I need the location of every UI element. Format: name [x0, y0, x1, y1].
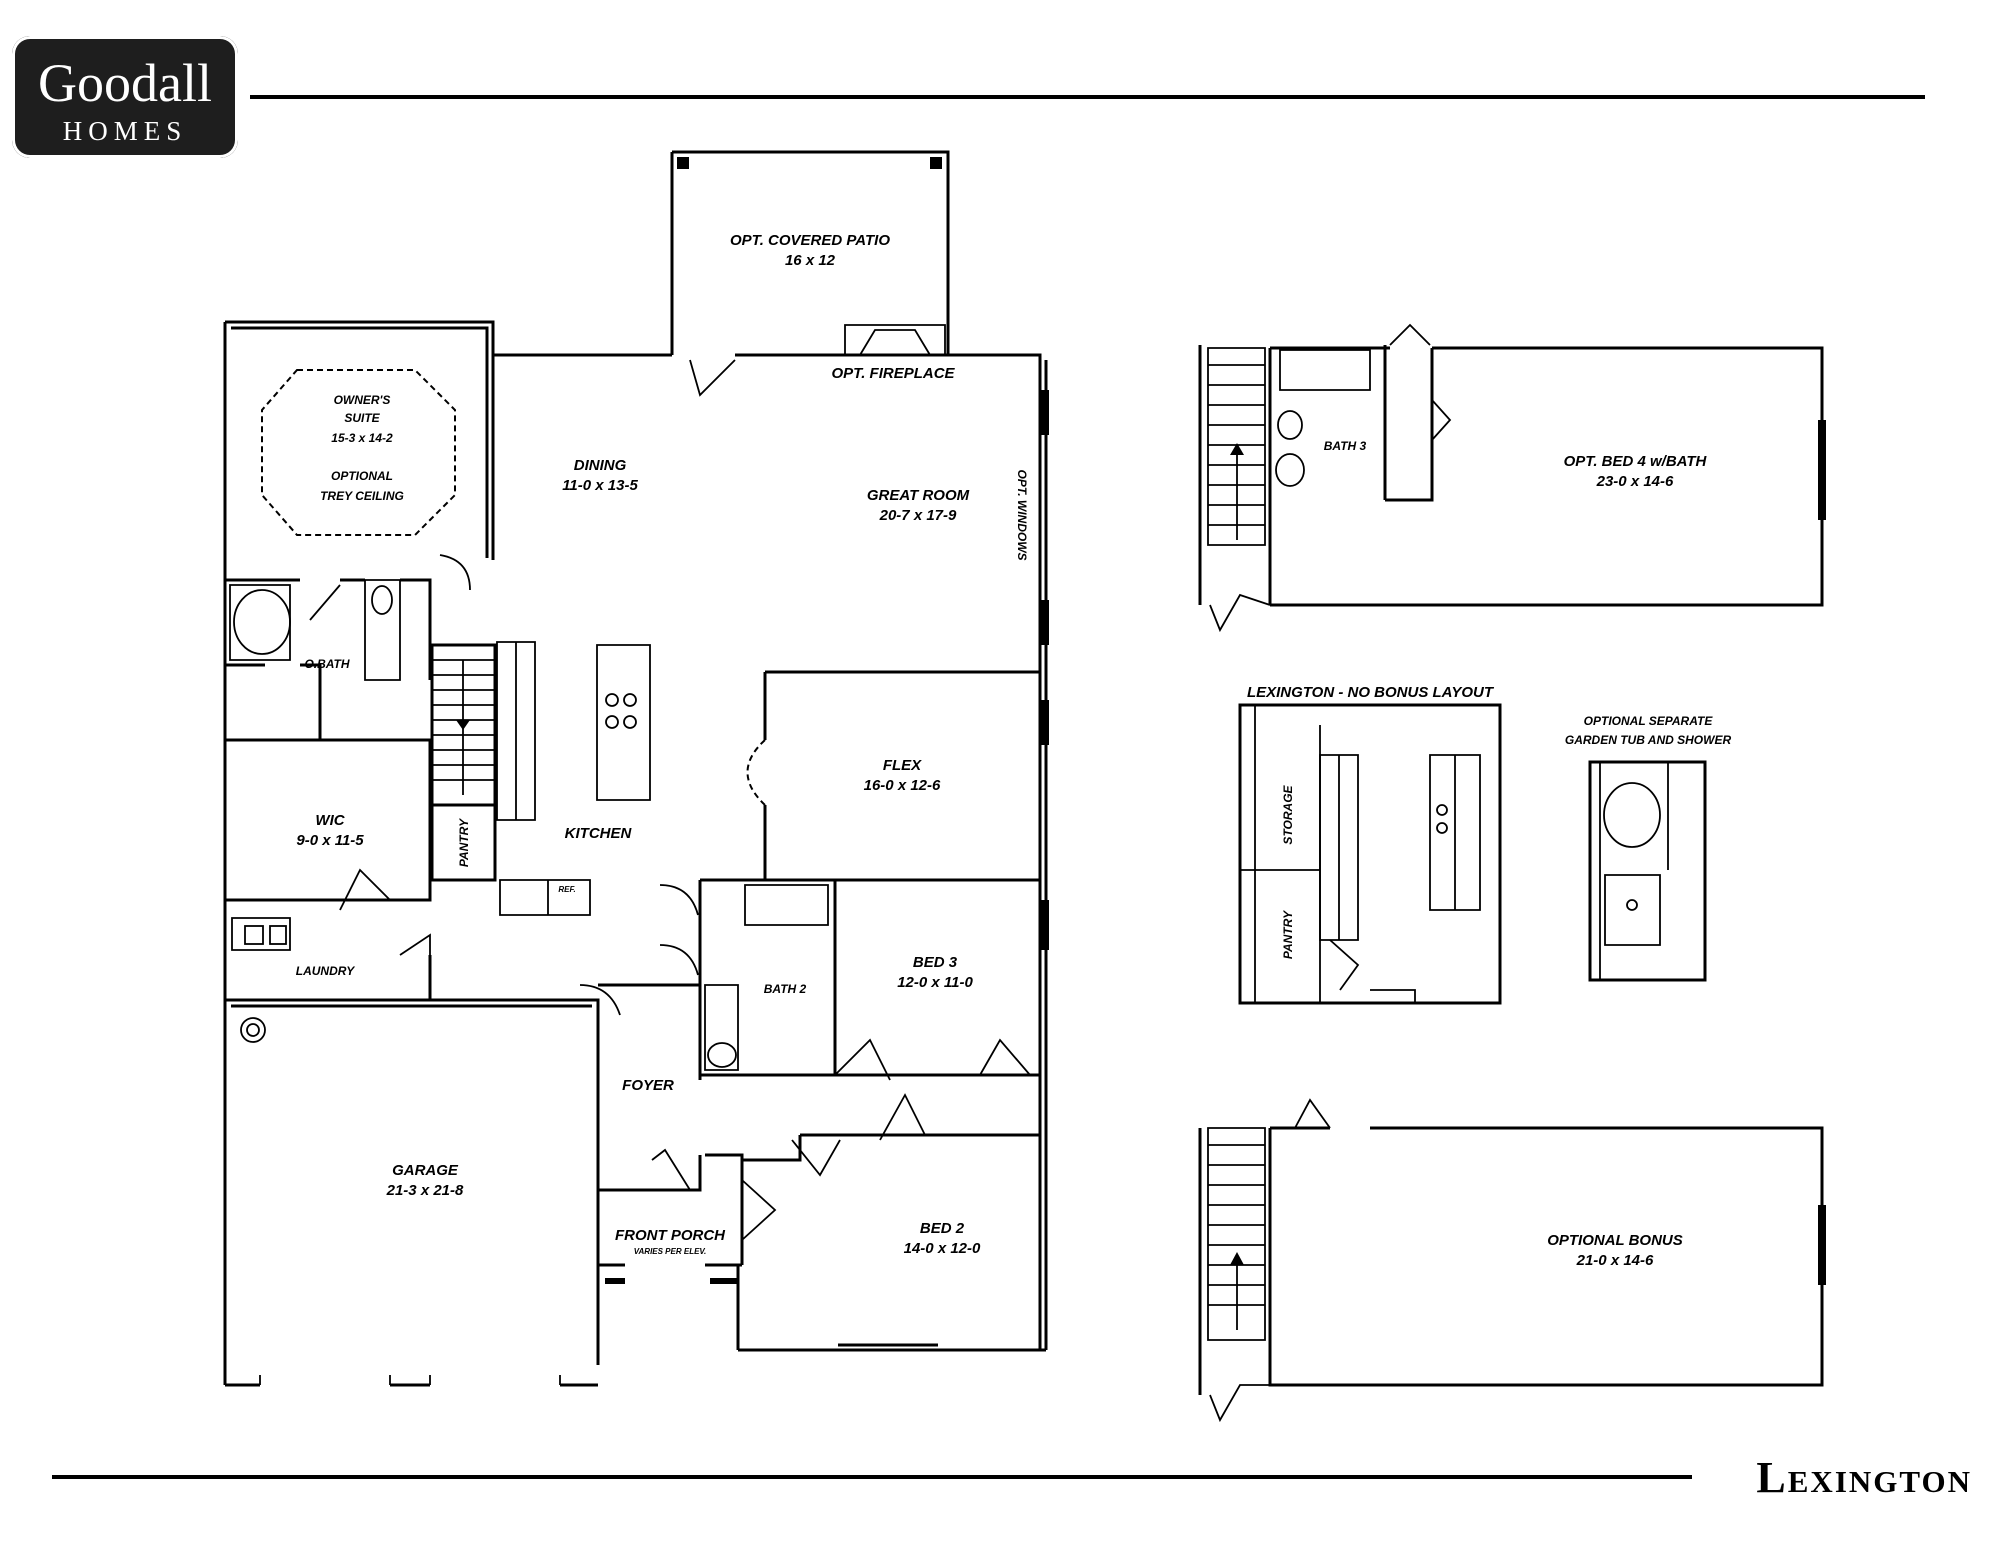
no-bonus-pantry: PANTRY: [1281, 910, 1295, 959]
wic-name: WIC: [315, 812, 345, 829]
bed3-dims: 12-0 x 11-0: [897, 974, 973, 991]
logo-brand-sub: HOMES: [62, 116, 188, 146]
owners-suite-name-2: SUITE: [344, 411, 380, 425]
covered-patio-dims: 16 x 12: [785, 252, 836, 269]
laundry-name: LAUNDRY: [296, 964, 355, 978]
opt-bed4-dims: 23-0 x 14-6: [1596, 473, 1674, 490]
garden-tub-title-2: GARDEN TUB AND SHOWER: [1565, 733, 1732, 747]
great-room-dims: 20-7 x 17-9: [879, 507, 957, 524]
owners-suite-name-1: OWNER'S: [334, 393, 391, 407]
dining-dims: 11-0 x 13-5: [562, 477, 638, 494]
kitchen-name: KITCHEN: [565, 825, 633, 842]
opt-bed4-layout: [1198, 323, 1826, 633]
obath-name: O.BATH: [304, 657, 349, 671]
opt-bonus-dims: 21-0 x 14-6: [1576, 1252, 1654, 1269]
footer-rule: [52, 1475, 1692, 1479]
garage-dims: 21-3 x 21-8: [386, 1182, 464, 1199]
bed2-dims: 14-0 x 12-0: [904, 1240, 981, 1257]
bed3-name: BED 3: [913, 954, 958, 971]
goodall-homes-logo: Goodall HOMES: [12, 36, 238, 158]
bath2-name: BATH 2: [764, 982, 807, 996]
no-bonus-title: LEXINGTON - NO BONUS LAYOUT: [1247, 684, 1495, 701]
no-bonus-layout: [1238, 703, 1502, 1005]
garage-name: GARAGE: [392, 1162, 459, 1179]
covered-patio-name: OPT. COVERED PATIO: [730, 232, 890, 249]
opt-bed4-name: OPT. BED 4 w/BATH: [1564, 453, 1708, 470]
owners-suite-opt-2: TREY CEILING: [320, 489, 404, 503]
plan-name: Lexington: [1756, 1453, 1972, 1502]
opt-bonus-name: OPTIONAL BONUS: [1547, 1232, 1683, 1249]
owners-suite-dims: 15-3 x 14-2: [331, 431, 393, 445]
header-rule: [250, 95, 1925, 99]
garden-tub-title-1: OPTIONAL SEPARATE: [1584, 714, 1714, 728]
owners-suite-opt-1: OPTIONAL: [331, 469, 393, 483]
bath3-name: BATH 3: [1324, 439, 1367, 453]
main-floor-walls: [223, 150, 1049, 1387]
flex-name: FLEX: [883, 757, 922, 774]
bed2-name: BED 2: [920, 1220, 965, 1237]
ref-label: REF.: [558, 885, 575, 894]
wic-dims: 9-0 x 11-5: [296, 832, 364, 849]
logo-brand-name: Goodall: [38, 53, 212, 113]
windows-label: OPT. WINDOWS: [1015, 469, 1029, 560]
great-room-name: GREAT ROOM: [867, 487, 970, 504]
front-porch-name: FRONT PORCH: [615, 1227, 726, 1244]
no-bonus-storage: STORAGE: [1281, 784, 1295, 844]
dining-name: DINING: [574, 457, 627, 474]
front-porch-note: VARIES PER ELEV.: [634, 1247, 706, 1256]
garden-tub-layout: [1588, 760, 1707, 982]
pantry-name: PANTRY: [457, 818, 471, 867]
foyer-name: FOYER: [622, 1077, 674, 1094]
optional-bonus-layout: [1198, 1098, 1826, 1423]
flex-dims: 16-0 x 12-6: [864, 777, 941, 794]
fireplace-label: OPT. FIREPLACE: [831, 365, 955, 382]
